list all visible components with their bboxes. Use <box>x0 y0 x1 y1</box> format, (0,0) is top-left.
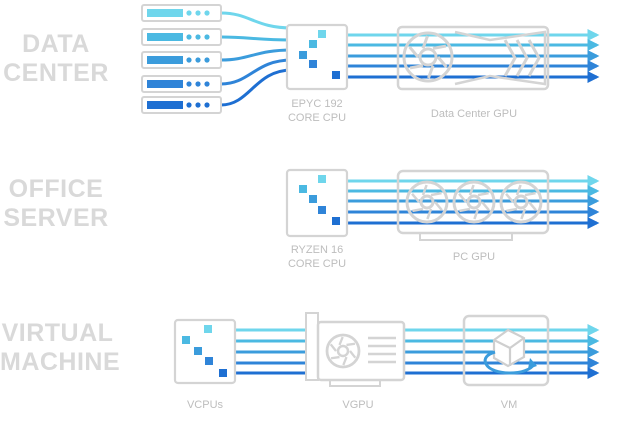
caption-vgpu: VGPU <box>342 399 374 411</box>
server-rack-icon <box>141 4 222 22</box>
title-virtual-machine: VIRTUAL MACHINE <box>0 319 121 376</box>
graphics-card-icon <box>396 169 550 241</box>
virtual-machine-cube-icon <box>462 314 550 387</box>
data-stream <box>220 68 293 107</box>
server-rack-icon <box>141 51 222 69</box>
data-port <box>309 60 317 68</box>
caption-vcpus: VCPUs <box>186 399 224 411</box>
data-port <box>309 40 317 48</box>
graphics-card-icon <box>396 25 550 91</box>
title-office-server: OFFICE SERVER <box>3 175 109 232</box>
graphics-card-icon <box>305 312 406 387</box>
data-port <box>309 195 317 203</box>
data-port <box>318 175 326 183</box>
cpu-chip-icon <box>285 23 349 91</box>
data-port <box>204 325 212 333</box>
data-port <box>299 51 307 59</box>
title-data-center: DATA CENTER <box>3 30 109 87</box>
caption-pc-gpu: PC GPU <box>452 251 496 263</box>
data-stream <box>220 11 293 30</box>
data-stream <box>220 58 293 86</box>
server-rack-icon <box>141 28 222 46</box>
server-rack-icon <box>141 75 222 93</box>
data-port <box>332 71 340 79</box>
data-stream <box>220 35 293 42</box>
data-port <box>332 217 340 225</box>
caption-vm: VM <box>500 399 518 411</box>
data-port <box>194 347 202 355</box>
data-port <box>318 206 326 214</box>
data-port <box>182 336 190 344</box>
data-stream <box>220 48 293 62</box>
cpu-chip-icon <box>173 318 237 385</box>
server-rack-icon <box>141 96 222 114</box>
caption-data-center-gpu: Data Center GPU <box>430 108 518 120</box>
data-port <box>318 30 326 38</box>
data-port <box>219 369 227 377</box>
data-port <box>205 357 213 365</box>
data-port <box>299 185 307 193</box>
